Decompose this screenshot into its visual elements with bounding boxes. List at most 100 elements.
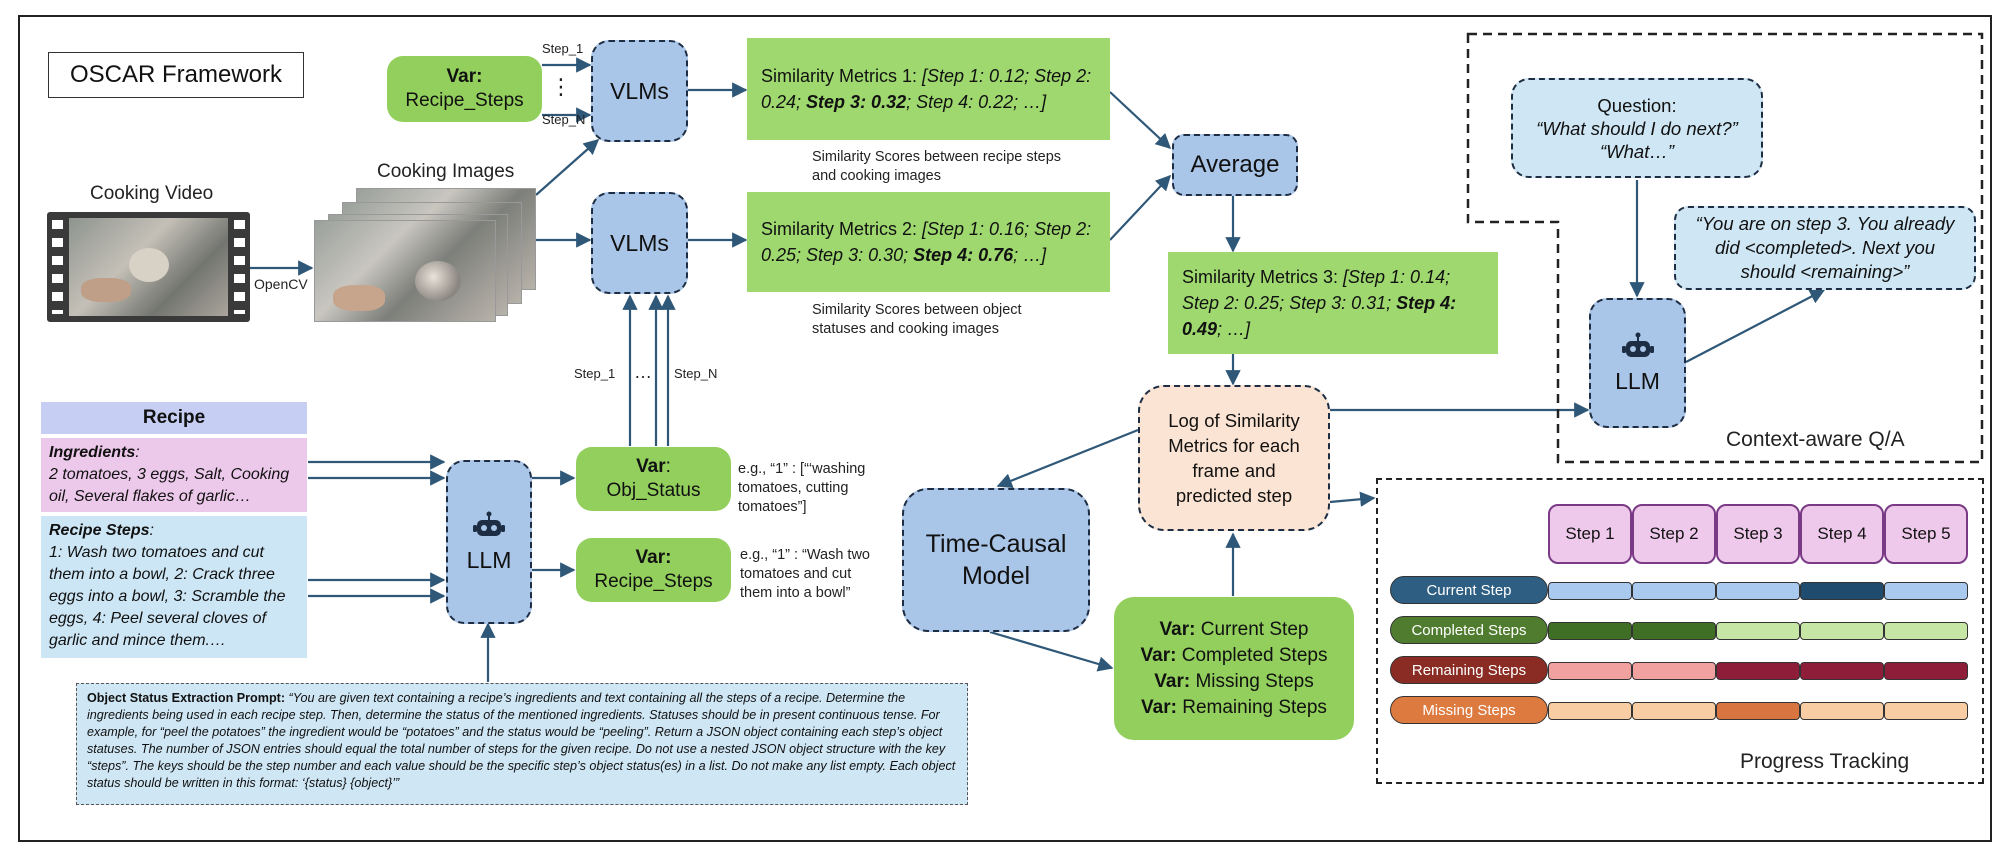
var-name: Recipe_Steps bbox=[405, 90, 524, 111]
robot-icon bbox=[473, 511, 505, 536]
arrow-log-timecausal bbox=[996, 428, 1139, 489]
log-similarity-box: Log of Similarity Metrics for each frame… bbox=[1138, 385, 1330, 531]
sim3-prefix: Similarity Metrics 3: bbox=[1182, 267, 1339, 287]
sim2-body-b: ; …] bbox=[1013, 245, 1047, 265]
sim3-bold: Step 4: 0.49 bbox=[1182, 293, 1457, 339]
llm-label: LLM bbox=[1615, 367, 1660, 394]
time-causal-model-box: Time-Causal Model bbox=[902, 488, 1090, 632]
sim1-caption: Similarity Scores between recipe steps a… bbox=[812, 149, 1062, 184]
ingredients-text: 2 tomatoes, 3 eggs, Salt, Cooking oil, S… bbox=[49, 466, 290, 505]
progress-row-label: Remaining Steps bbox=[1390, 656, 1548, 684]
var-prefix: Var bbox=[636, 456, 666, 477]
obj-status-example: e.g., “1” : [“‘washing tomatoes, cutting… bbox=[738, 461, 866, 515]
progress-row-label: Current Step bbox=[1390, 576, 1548, 604]
var-remaining-steps: Var: Remaining Steps bbox=[1141, 696, 1327, 718]
llm-box-extract: LLM bbox=[446, 460, 532, 624]
sim2-bold: Step 4: 0.76 bbox=[913, 245, 1014, 265]
cooking-video-filmstrip bbox=[47, 212, 250, 322]
llm-label: LLM bbox=[466, 546, 512, 573]
progress-cell bbox=[1548, 662, 1632, 680]
var-outputs-box: Var: Current Step Var: Completed Steps V… bbox=[1114, 597, 1354, 740]
question-label: Question: bbox=[1597, 94, 1677, 116]
question-box: Question: “What should I do next?” “What… bbox=[1511, 78, 1763, 178]
var-recipe-steps-top: Var: Recipe_Steps bbox=[387, 56, 542, 122]
robot-icon bbox=[1621, 332, 1654, 357]
progress-step-header: Step 1 bbox=[1548, 504, 1632, 564]
step-1-label-top: Step_1 bbox=[542, 41, 584, 56]
average-box: Average bbox=[1172, 134, 1298, 196]
qa-region-border bbox=[1466, 32, 1984, 464]
progress-row-label: Completed Steps bbox=[1390, 616, 1548, 644]
sim1-prefix: Similarity Metrics 1: bbox=[761, 66, 918, 86]
var-obj-status: Var: Obj_Status bbox=[576, 447, 731, 511]
var-current-step: Var: Current Step bbox=[1159, 618, 1309, 640]
qa-section-label: Context-aware Q/A bbox=[1726, 428, 1905, 451]
progress-cell bbox=[1884, 702, 1968, 720]
sim3-body-b: ; …] bbox=[1217, 319, 1251, 339]
arrow-sim2-avg bbox=[1109, 174, 1172, 241]
sim1-body-a: [Step 1: 0.12; Step 2: 0.24; bbox=[761, 66, 1092, 112]
var-recipe-steps-bottom: Var: Recipe_Steps bbox=[576, 538, 731, 602]
sim2-caption: Similarity Scores between object statuse… bbox=[812, 302, 1022, 337]
prompt-text: “You are given text containing a recipe’… bbox=[87, 691, 956, 790]
progress-cell bbox=[1716, 662, 1800, 680]
step-1-label-bottom: Step_1 bbox=[574, 366, 616, 381]
progress-cell bbox=[1800, 662, 1884, 680]
steps-title: Recipe Steps bbox=[49, 522, 150, 539]
progress-cell bbox=[1800, 582, 1884, 600]
progress-cell bbox=[1884, 662, 1968, 680]
recipe-steps: Recipe Steps: 1: Wash two tomatoes and c… bbox=[41, 516, 307, 658]
cooking-video-label: Cooking Video bbox=[90, 183, 214, 204]
var-prefix: Var: bbox=[635, 547, 672, 568]
progress-step-header: Step 5 bbox=[1884, 504, 1968, 564]
diagram-frame bbox=[18, 15, 1992, 842]
progress-cell bbox=[1548, 582, 1632, 600]
sim2-body-a: [Step 1: 0.16; Step 2: 0.25; Step 3: 0.3… bbox=[761, 219, 1092, 265]
page-title: OSCAR Framework bbox=[48, 52, 304, 98]
vlms-box-bottom: VLMs bbox=[591, 192, 688, 294]
progress-cell bbox=[1632, 702, 1716, 720]
ingredients-title: Ingredients bbox=[49, 444, 136, 461]
progress-step-header: Step 4 bbox=[1800, 504, 1884, 564]
arrow-log-progress bbox=[1329, 491, 1376, 507]
var-name: Recipe_Steps bbox=[594, 571, 713, 592]
arrow-images-vlm1 bbox=[535, 138, 600, 196]
answer-box: “You are on step 3. You already did <com… bbox=[1674, 206, 1976, 290]
opencv-label: OpenCV bbox=[254, 276, 308, 292]
progress-cell bbox=[1716, 702, 1800, 720]
var-missing-steps: Var: Missing Steps bbox=[1154, 670, 1314, 692]
cooking-image bbox=[314, 220, 496, 322]
sim3-body-a: [Step 1: 0.14; Step 2: 0.25; Step 3: 0.3… bbox=[1182, 267, 1451, 313]
steps-text: 1: Wash two tomatoes and cut them into a… bbox=[49, 544, 286, 649]
prompt-title: Object Status Extraction Prompt: bbox=[87, 691, 286, 705]
var-prefix: Var: bbox=[446, 66, 483, 87]
horizontal-dots: … bbox=[634, 362, 652, 382]
progress-cell bbox=[1716, 622, 1800, 640]
question-1: “What should I do next?” bbox=[1536, 117, 1738, 139]
sim2-prefix: Similarity Metrics 2: bbox=[761, 219, 918, 239]
recipe-steps-example: e.g., “1” : “Wash two tomatoes and cut t… bbox=[740, 547, 870, 601]
progress-section-label: Progress Tracking bbox=[1740, 750, 1910, 773]
var-name: Obj_Status bbox=[606, 480, 701, 501]
progress-cell bbox=[1632, 622, 1716, 640]
similarity-metrics-1: Similarity Metrics 1: [Step 1: 0.12; Ste… bbox=[747, 38, 1110, 140]
sim1-bold: Step 3: 0.32 bbox=[806, 92, 907, 112]
progress-cell bbox=[1548, 702, 1632, 720]
cooking-images-label: Cooking Images bbox=[377, 161, 515, 182]
progress-step-header: Step 3 bbox=[1716, 504, 1800, 564]
similarity-metrics-2: Similarity Metrics 2: [Step 1: 0.16; Ste… bbox=[747, 192, 1110, 292]
progress-cell bbox=[1800, 622, 1884, 640]
step-n-label-top: Step_N bbox=[542, 112, 586, 127]
var-completed-steps: Var: Completed Steps bbox=[1140, 644, 1328, 666]
arrow-sim1-avg bbox=[1109, 91, 1172, 150]
progress-cell bbox=[1884, 622, 1968, 640]
llm-box-qa: LLM bbox=[1589, 298, 1686, 428]
recipe-panel: Recipe Ingredients: 2 tomatoes, 3 eggs, … bbox=[41, 402, 307, 658]
progress-step-header: Step 2 bbox=[1632, 504, 1716, 564]
recipe-header: Recipe bbox=[41, 402, 307, 434]
sim1-body-b: ; Step 4: 0.22; …] bbox=[906, 92, 1047, 112]
progress-cell bbox=[1632, 582, 1716, 600]
video-frame bbox=[69, 218, 228, 316]
step-n-label-bottom: Step_N bbox=[674, 366, 718, 381]
